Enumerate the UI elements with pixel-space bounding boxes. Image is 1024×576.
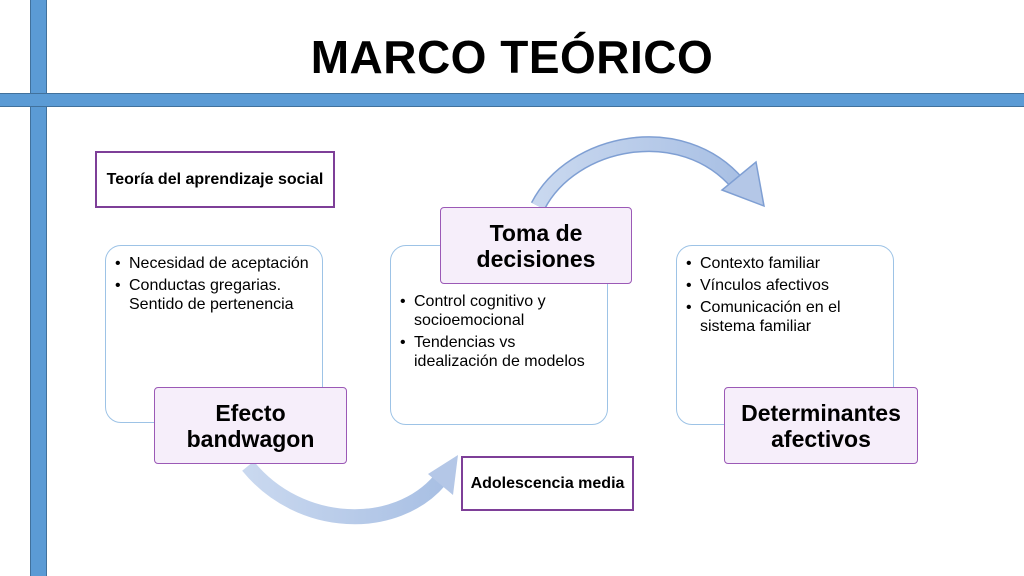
adolescence-label-box: Adolescencia media xyxy=(461,456,634,511)
middle-bullet-list: Control cognitivo y socioemocional Tende… xyxy=(399,292,599,371)
list-item: Vínculos afectivos xyxy=(685,276,885,295)
determinantes-afectivos-label: Determinantes afectivos xyxy=(741,399,901,452)
right-bullet-list: Contexto familiar Vínculos afectivos Com… xyxy=(685,254,885,336)
list-item: Conductas gregarias. Sentido de pertenen… xyxy=(114,276,312,314)
list-item: Control cognitivo y socioemocional xyxy=(399,292,599,330)
title-divider-bar xyxy=(0,93,1024,107)
efecto-bandwagon-box: Efecto bandwagon xyxy=(154,387,347,464)
toma-de-decisiones-box: Toma de decisiones xyxy=(440,207,632,284)
left-vertical-bar xyxy=(30,0,47,576)
list-item: Contexto familiar xyxy=(685,254,885,273)
theory-label-box: Teoría del aprendizaje social xyxy=(95,151,335,208)
left-bullet-list: Necesidad de aceptación Conductas gregar… xyxy=(114,254,312,314)
page-title: MARCO TEÓRICO xyxy=(310,31,714,83)
theory-label-text: Teoría del aprendizaje social xyxy=(106,171,324,188)
bottom-curved-arrow-icon xyxy=(242,455,458,525)
determinantes-afectivos-box: Determinantes afectivos xyxy=(724,387,918,464)
efecto-bandwagon-label: Efecto bandwagon xyxy=(186,399,315,452)
toma-de-decisiones-label: Toma de decisiones xyxy=(476,219,596,272)
top-curved-arrow-icon xyxy=(530,136,765,210)
list-item: Comunicación en el sistema familiar xyxy=(685,298,885,336)
list-item: Tendencias vs idealización de modelos xyxy=(399,333,599,371)
adolescence-label-text: Adolescencia media xyxy=(470,475,625,492)
list-item: Necesidad de aceptación xyxy=(114,254,312,273)
